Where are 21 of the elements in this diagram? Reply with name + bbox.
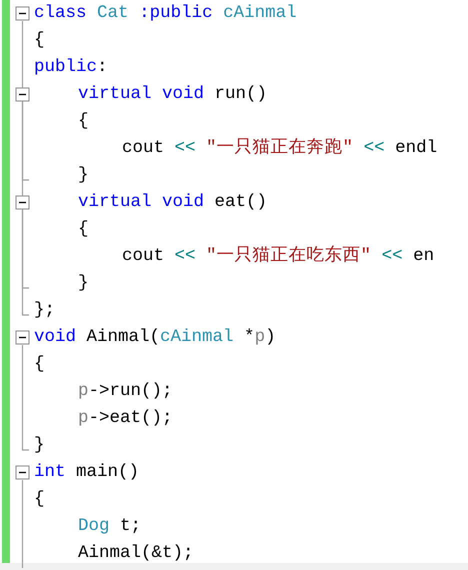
code-line: public: <box>34 56 108 79</box>
code-line: { <box>78 218 89 241</box>
code-line: int main() <box>34 461 140 484</box>
code-line: p->run(); <box>78 380 173 403</box>
code-line: } <box>78 272 89 295</box>
code-line: Ainmal(&t); <box>78 542 194 565</box>
code-line: { <box>34 353 45 376</box>
code-line: virtual void eat() <box>78 191 268 214</box>
code-line: class Cat :public cAinmal <box>34 2 297 25</box>
code-line: } <box>34 434 45 457</box>
code-line: Dog t; <box>78 515 142 538</box>
code-line: }; <box>34 299 56 322</box>
code-line: p->eat(); <box>78 407 173 430</box>
code-line: virtual void run() <box>78 83 268 106</box>
code-line: void Ainmal(cAinmal *p) <box>34 326 276 349</box>
code-line: cout << "一只猫正在奔跑" << endl <box>122 137 438 160</box>
code-line: { <box>78 110 89 133</box>
code-line: } <box>78 164 89 187</box>
code-line: cout << "一只猫正在吃东西" << en <box>122 244 434 268</box>
code-line: { <box>34 29 45 52</box>
code-line: { <box>34 488 45 511</box>
